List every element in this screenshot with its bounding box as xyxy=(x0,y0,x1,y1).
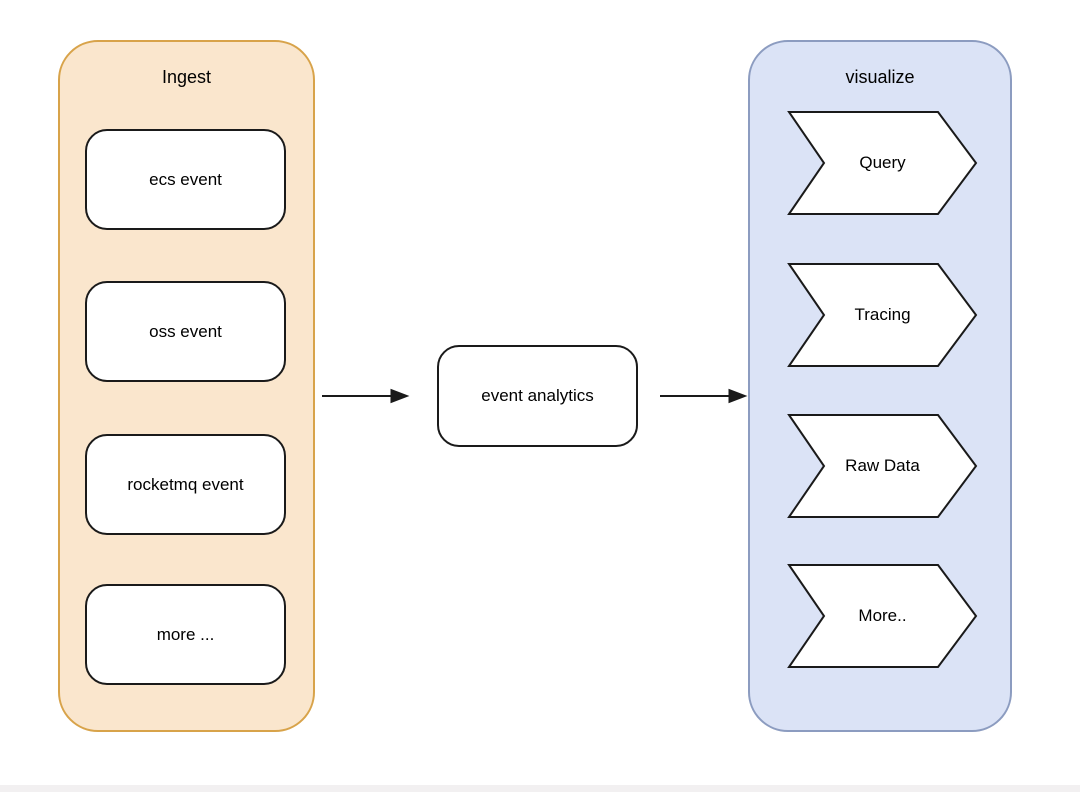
arrow-ingest-to-analytics xyxy=(322,388,410,404)
node-label: Tracing xyxy=(854,305,911,324)
node-more-visualizations: More.. xyxy=(787,564,978,668)
node-label: event analytics xyxy=(481,386,594,405)
ingest-group: Ingest ecs event oss event rocketmq even… xyxy=(58,40,315,732)
node-tracing: Tracing xyxy=(787,263,978,367)
node-label: More.. xyxy=(858,606,907,625)
visualize-group-title: visualize xyxy=(845,67,915,87)
visualize-group: visualize Query Tracing Raw Data More.. xyxy=(748,40,1012,732)
node-label: oss event xyxy=(149,321,222,341)
bottom-edge-strip xyxy=(0,785,1080,792)
chevron-arrow-shape xyxy=(787,564,978,668)
node-label: rocketmq event xyxy=(127,474,244,494)
node-label: ecs event xyxy=(149,169,222,189)
chevron-arrow-shape xyxy=(787,263,978,367)
node-event-analytics: event analytics xyxy=(437,345,638,447)
node-oss-event: oss event xyxy=(85,281,286,382)
node-more-sources: more ... xyxy=(85,584,286,685)
node-label: Query xyxy=(859,153,906,172)
ingest-group-title: Ingest xyxy=(161,67,212,87)
node-label: more ... xyxy=(156,624,215,644)
node-rocketmq-event: rocketmq event xyxy=(85,434,286,535)
node-query: Query xyxy=(787,111,978,215)
chevron-arrow-shape xyxy=(787,111,978,215)
node-label: Raw Data xyxy=(845,456,920,475)
node-raw-data: Raw Data xyxy=(787,414,978,518)
arrow-analytics-to-visualize xyxy=(660,388,748,404)
node-ecs-event: ecs event xyxy=(85,129,286,230)
chevron-arrow-shape xyxy=(787,414,978,518)
